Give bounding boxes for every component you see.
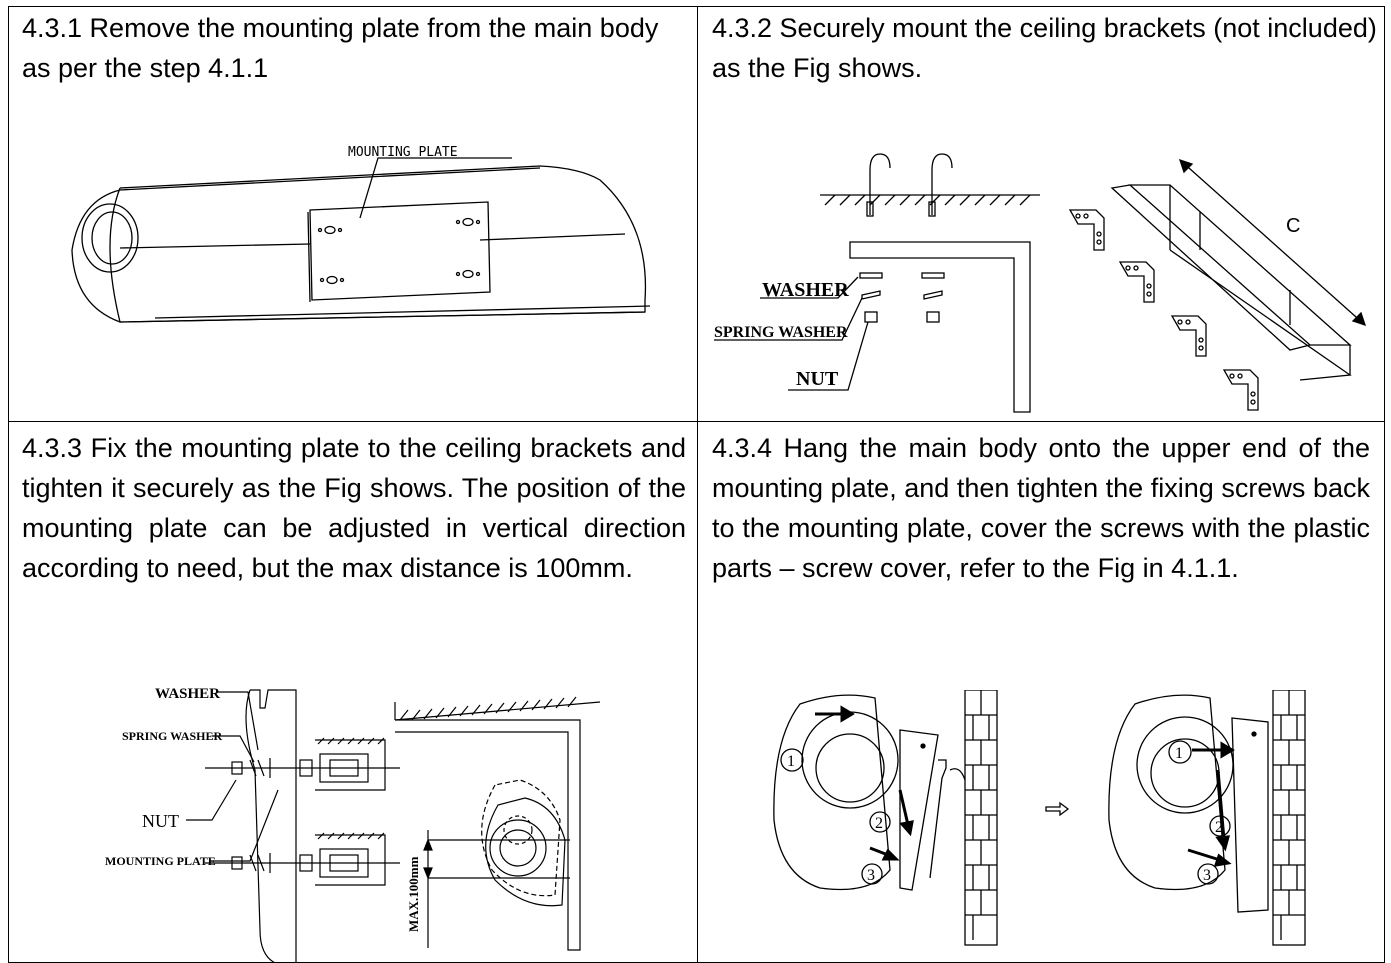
step-4-3-4-text: 4.3.4 Hang the main body onto the upper …: [712, 433, 1370, 583]
label-nut: NUT: [796, 368, 839, 390]
figure-ceiling-brackets: WASHER SPRING WASHER NUT C: [714, 153, 1367, 413]
step-4-3-1-text: 4.3.1 Remove the mounting plate from the…: [22, 13, 659, 83]
label-three: 3: [867, 867, 875, 884]
figure-hang-main-body: 1 2 3 1 2 3: [773, 690, 1306, 946]
label-washer: WASHER: [762, 279, 849, 301]
figure-mounting-plate-fixing: WASHER SPRING WASHER NUT MOUNTING PLATE …: [105, 686, 601, 963]
figure-unit-mounting-plate: MOUNTING PLATE: [71, 145, 651, 323]
label-mounting-plate-2: MOUNTING PLATE: [105, 854, 216, 868]
label-nut-2: NUT: [142, 811, 179, 831]
label-spring-washer: SPRING WASHER: [714, 324, 848, 341]
label-two: 2: [875, 815, 883, 832]
step-4-3-3-text: 4.3.3 Fix the mounting plate to the ceil…: [22, 433, 686, 583]
column-divider: [697, 6, 698, 963]
step-4-3-2-text: 4.3.2 Securely mount the ceiling bracket…: [712, 13, 1377, 83]
label-c: C: [1286, 215, 1300, 237]
label-spring-washer-2: SPRING WASHER: [122, 729, 222, 743]
label-two-b: 2: [1215, 819, 1223, 836]
label-max-distance: MAX.100mm: [406, 856, 421, 932]
label-washer-2: WASHER: [155, 686, 220, 702]
row-divider: [8, 421, 1385, 422]
label-three-b: 3: [1203, 867, 1211, 884]
label-one-b: 1: [1175, 745, 1183, 762]
label-mounting-plate: MOUNTING PLATE: [348, 145, 458, 160]
label-one: 1: [787, 753, 795, 770]
